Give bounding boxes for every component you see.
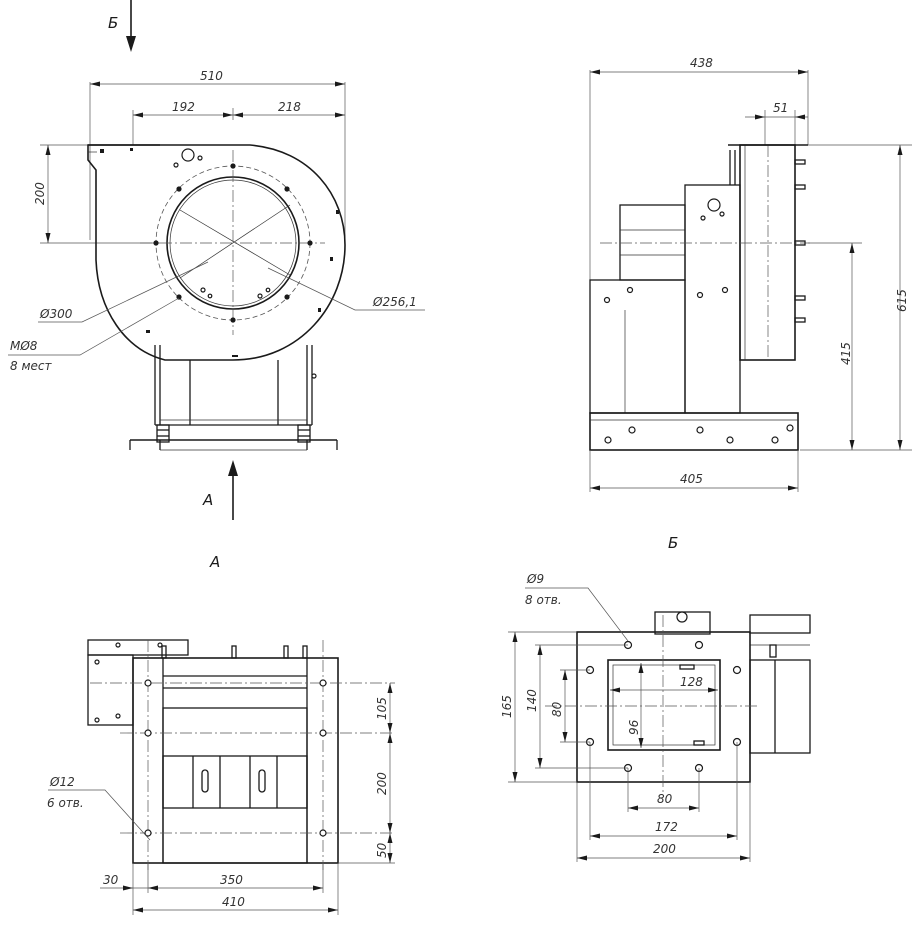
dia-300-label: Ø300 <box>39 307 73 321</box>
front-view: Б 510 192 218 <box>8 0 425 520</box>
bolt-holes <box>153 163 313 323</box>
housing-port <box>181 148 195 162</box>
flange-holes <box>585 640 742 773</box>
dimension-510: 510 <box>89 69 346 240</box>
dim-510: 510 <box>200 69 223 83</box>
view-b: Б Ø9 8 отв. <box>500 534 811 862</box>
dim-410: 410 <box>222 895 245 909</box>
dim-172: 172 <box>655 820 678 834</box>
outlet-flange <box>739 144 796 361</box>
dim-200-b: 200 <box>653 842 676 856</box>
view-arrow-a-label: А <box>202 491 213 509</box>
housing-side <box>684 184 741 414</box>
dim-405: 405 <box>680 472 703 486</box>
support-frame <box>129 345 338 451</box>
dim-80-horizontal: 80 <box>657 792 673 806</box>
dim-30: 30 <box>103 873 119 887</box>
mount-holes <box>144 679 327 837</box>
view-a: А <box>47 553 395 915</box>
bolt-count-label: 8 мест <box>10 359 52 373</box>
dimension-200-vertical: 200 <box>33 144 160 244</box>
view-b-title: Б <box>668 534 678 552</box>
top-studs <box>161 645 308 659</box>
hole-count-6: 6 отв. <box>47 796 84 810</box>
dia-256-label: Ø256,1 <box>372 295 417 309</box>
hole-dia-12: Ø12 <box>49 775 75 789</box>
outlet-flange-front <box>576 631 751 783</box>
dim-615: 615 <box>895 289 909 312</box>
bolt-size-label: MØ8 <box>10 339 38 353</box>
view-arrow-a: А <box>202 460 238 520</box>
dim-96: 96 <box>627 719 641 735</box>
dim-165: 165 <box>500 695 514 718</box>
dim-105: 105 <box>375 697 389 720</box>
dim-128: 128 <box>680 675 703 689</box>
dim-415: 415 <box>839 342 853 365</box>
view-arrow-b: Б <box>108 0 136 52</box>
dim-192: 192 <box>172 100 195 114</box>
dim-218: 218 <box>278 100 301 114</box>
dim-200-front: 200 <box>33 182 47 205</box>
fan-bottom-block <box>162 707 308 864</box>
side-base <box>589 412 799 451</box>
hole-dia-9: Ø9 <box>526 572 544 586</box>
hole-count-8: 8 отв. <box>525 593 562 607</box>
dim-50: 50 <box>375 842 389 858</box>
dim-438: 438 <box>690 56 713 70</box>
motor-top <box>87 639 189 656</box>
fan-housing <box>87 144 346 361</box>
side-view: 438 51 615 415 <box>589 56 912 492</box>
dim-80-vertical: 80 <box>550 701 564 717</box>
dim-51: 51 <box>773 101 788 115</box>
dim-140: 140 <box>525 689 539 712</box>
view-a-title: А <box>209 553 220 571</box>
flange-bolts <box>794 159 806 323</box>
motor <box>619 204 686 281</box>
dim-350: 350 <box>220 873 243 887</box>
outlet-opening <box>607 659 721 751</box>
dim-200-a: 200 <box>375 772 389 795</box>
view-label-b: Б <box>108 14 118 32</box>
dimension-192-218: 192 218 <box>132 100 345 145</box>
